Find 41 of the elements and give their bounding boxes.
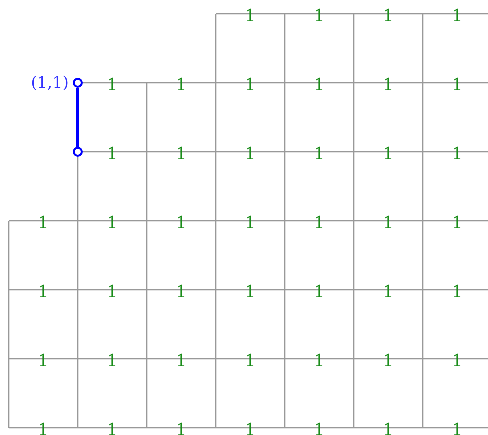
weight-label: 1 <box>245 354 256 370</box>
weight-label: 1 <box>107 146 118 164</box>
vertex-circle <box>73 147 83 157</box>
weight-label: 1 <box>314 78 325 94</box>
weight-label: 1 <box>314 284 325 302</box>
weight-label: 1 <box>245 146 256 164</box>
weight-label: 1 <box>383 8 394 26</box>
weight-label: 1 <box>245 8 256 26</box>
weight-label: 1 <box>176 78 187 94</box>
vertex-circle <box>73 78 83 88</box>
weight-label: 1 <box>107 78 118 94</box>
coordinate-label: (1,1) <box>31 75 69 91</box>
weight-label: 1 <box>452 146 463 164</box>
weight-label: 1 <box>107 284 118 302</box>
weight-label: 1 <box>245 216 256 232</box>
weight-label: 1 <box>314 216 325 232</box>
weight-label: 1 <box>176 146 187 164</box>
weight-label: 1 <box>314 8 325 26</box>
weight-label: 1 <box>38 216 49 232</box>
weight-label: 1 <box>38 284 49 302</box>
weight-label: 1 <box>245 284 256 302</box>
weight-label: 1 <box>452 354 463 370</box>
weight-label: 1 <box>176 284 187 302</box>
weight-label: 1 <box>245 78 256 94</box>
weight-label: 1 <box>107 354 118 370</box>
weight-label: 1 <box>452 8 463 26</box>
weight-label: 1 <box>383 354 394 370</box>
weight-label: 1 <box>452 284 463 302</box>
weight-label: 1 <box>383 284 394 302</box>
weight-label: 1 <box>383 146 394 164</box>
weight-label: 1 <box>383 78 394 94</box>
weight-label: 1 <box>107 216 118 232</box>
weight-label: 1 <box>452 216 463 232</box>
weight-label: 1 <box>176 216 187 232</box>
weight-label: 1 <box>38 354 49 370</box>
weight-label: 1 <box>314 354 325 370</box>
weight-label: 1 <box>383 216 394 232</box>
edge-line <box>76 88 80 147</box>
weight-label: 1 <box>314 146 325 164</box>
weight-label: 1 <box>452 78 463 94</box>
weight-label: 1 <box>176 354 187 370</box>
